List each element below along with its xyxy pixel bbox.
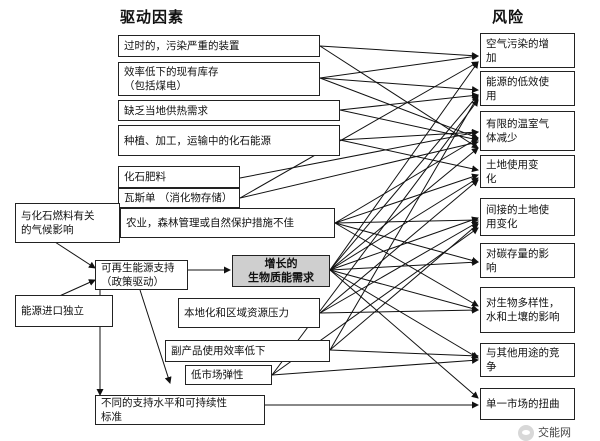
driver-box-fossil-fertilizer: 化石肥料	[118, 166, 240, 188]
driver-box-no-local-heat-demand: 缺乏当地供热需求	[118, 100, 340, 121]
risk-box-market-distortion: 单一市场的扭曲	[480, 388, 575, 420]
risk-box-competing-uses: 与其他用途的竞 争	[480, 343, 575, 377]
risk-box-limited-ghg-reduction: 有限的温室气 体减少	[480, 111, 575, 151]
driver-box-low-market-elasticity: 低市场弹性	[185, 365, 272, 385]
risk-box-air-pollution: 空气污染的增 加	[480, 33, 575, 68]
policy-box-climate-impact: 与化石燃料有关 的气候影响	[15, 203, 120, 243]
risks-heading: 风险	[492, 8, 525, 26]
risk-box-biodiversity-water-soil: 对生物多样性， 水和土壤的影响	[480, 287, 575, 333]
center-box-biomass-demand: 增长的 生物质能需求	[232, 255, 330, 287]
driver-box-differing-support-standards: 不同的支持水平和可持续性 标准	[95, 395, 265, 425]
wechat-icon	[518, 425, 534, 441]
drivers-heading: 驱动因素	[120, 8, 185, 26]
driver-box-poor-land-management: 农业，森林管理或自然保护措施不佳	[120, 208, 335, 238]
driver-box-resource-pressure: 本地化和区域资源压力	[178, 298, 320, 328]
risk-box-inefficient-energy-use: 能源的低效使 用	[480, 71, 575, 106]
risk-box-indirect-land-use-change: 间接的土地使 用变化	[480, 198, 575, 236]
watermark: 交能网	[518, 424, 571, 441]
risk-box-carbon-stock-impact: 对碳存量的影 响	[480, 243, 575, 278]
driver-box-byproduct-inefficiency: 副产品使用效率低下	[165, 340, 330, 362]
policy-box-energy-independence: 能源进口独立	[15, 295, 113, 327]
watermark-text: 交能网	[538, 426, 571, 439]
driver-box-inefficient-stock: 效率低下的现有库存 （包括煤电）	[118, 62, 320, 96]
driver-box-fossil-energy-chain: 种植、加工，运输中的化石能源	[118, 125, 340, 156]
driver-box-digestate-storage: 瓦斯单 （消化物存储）	[118, 188, 240, 208]
risk-box-land-use-change: 土地使用变 化	[480, 155, 575, 188]
driver-box-outdated-plants: 过时的，污染严重的装置	[118, 35, 320, 57]
policy-box-renewable-support: 可再生能源支持 （政策驱动）	[95, 260, 188, 290]
